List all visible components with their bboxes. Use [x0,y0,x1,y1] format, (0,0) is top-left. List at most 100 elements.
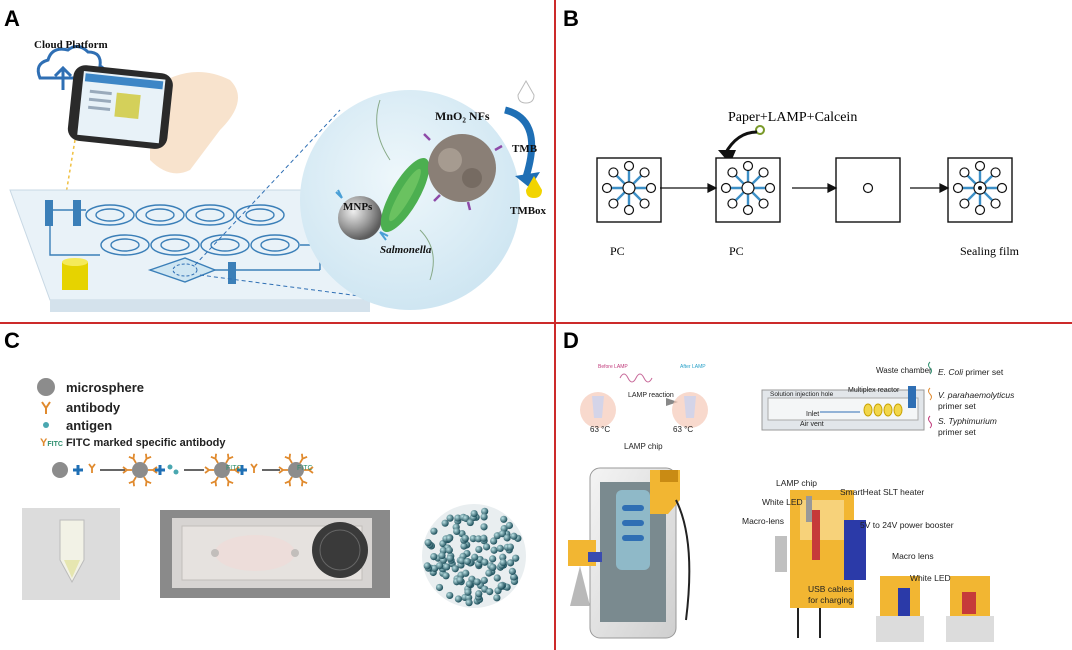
center-well-icon [622,181,636,195]
bead-mark [512,554,520,562]
antibody-icon [204,466,214,474]
antibody-icon [250,463,258,473]
reaction-well-icon [727,167,738,178]
microsphere-micrograph [422,504,526,608]
panel-b-letter: B [563,6,579,31]
primer-legend: E. Coli primer set V. parahaemolyticus p… [928,361,1015,437]
before-tube-icon [592,396,604,418]
antibody-icon [284,476,293,487]
microsphere-icon [52,462,68,478]
legend-antigen: antigen [66,418,112,433]
panel-c-letter: C [4,328,20,353]
tmbox-label: TMBox [510,205,547,217]
antibody-icon [128,476,137,487]
antibody-icon [210,476,219,487]
bead-mark [508,567,516,575]
bead-mark [463,557,471,566]
reaction-well-icon [639,198,650,209]
chip-1 [596,157,662,223]
antibody-icon [230,466,240,474]
chip-schematic [761,386,925,431]
white-led-small-label: White LED [910,573,951,583]
reaction-well-icon [608,167,619,178]
primer-ecoli: E. Coli primer set [938,367,1004,377]
antigen-icon [173,469,179,475]
bead-mark [500,515,508,523]
reaction-well-icon [990,198,1001,209]
reaction-well-icon [608,198,619,209]
reaction-well-icon [601,182,613,194]
bead-mark [462,569,470,577]
antibody-icon [284,453,293,464]
reaction-well-icon [727,198,738,209]
bead-mark [461,534,469,542]
bead-mark [497,582,505,590]
sample-tube-icon [62,258,88,290]
antibody-icon [41,401,51,414]
bead-mark [506,543,514,551]
bead-mark [506,559,515,567]
bead-mark [466,518,474,527]
tmb-label: TMB [512,143,538,155]
reaction-well-icon [645,182,657,194]
antibody-icon [225,453,234,464]
temp-left: 63 °C [590,425,610,434]
cloud-platform-label: Cloud Platform [34,39,108,51]
microsphere-icon [288,462,304,478]
bead-mark [474,535,483,543]
mnp-antibodies [335,189,389,241]
tube-photo [22,508,120,600]
mno2-nanoflower-icon [423,133,503,211]
legend-antibody: antibody [66,400,121,415]
bead-mark [454,514,462,522]
bead-mark [464,588,472,596]
antibody-icon [148,466,158,474]
salmonella-label: Salmonella [380,244,432,256]
bead-mark [482,543,491,551]
antibody-icon [278,466,288,474]
bead-mark [510,532,518,540]
microfluidic-chip [9,189,371,312]
panel-a-letter: A [4,6,20,31]
reaction-well-icon [990,167,1001,178]
after-lamp-label: After LAMP [680,364,706,370]
bead-mark [489,563,497,571]
antibody-icon [88,463,96,473]
bead-mark [430,527,438,535]
usb-cable-line [675,499,691,621]
reaction-well-icon [742,160,754,172]
antibody-icon [304,466,314,474]
bead-mark [451,565,459,573]
bead-mark [469,534,477,543]
bead-mark [446,554,454,562]
antibody-icon [122,466,132,474]
antibody-icon [143,476,152,487]
sequence-arrows [660,183,950,193]
bead-mark [485,569,493,577]
bead-mark [480,513,488,521]
bead-mark [456,576,464,584]
chip-photo [160,510,390,598]
heater-device [775,490,866,638]
antibody-icon [299,453,308,464]
bead-mark [499,558,507,567]
bead-mark [445,546,453,554]
primer-ecoli-icon [928,361,932,375]
smartphone-icon [67,65,173,149]
bead-mark [442,572,450,580]
bead-mark [510,573,518,581]
panel-c: C microsphere antibody antigen YFITC FIT… [4,328,526,608]
lamp-reaction-label: LAMP reaction [628,392,674,399]
small-attachment [568,540,602,606]
mnp-sphere [338,196,382,240]
reaction-well-icon [996,182,1008,194]
bead-mark [498,530,507,538]
reaction-well-icon [623,160,635,172]
wave-icon [619,373,653,383]
primer-vpara-1: V. parahaemolyticus [938,390,1015,400]
device-booster-label: 5V to 24V power booster [860,520,954,530]
plus-icon [237,465,247,475]
bead-mark [454,595,462,603]
primer-vpara-2: primer set [938,401,976,411]
